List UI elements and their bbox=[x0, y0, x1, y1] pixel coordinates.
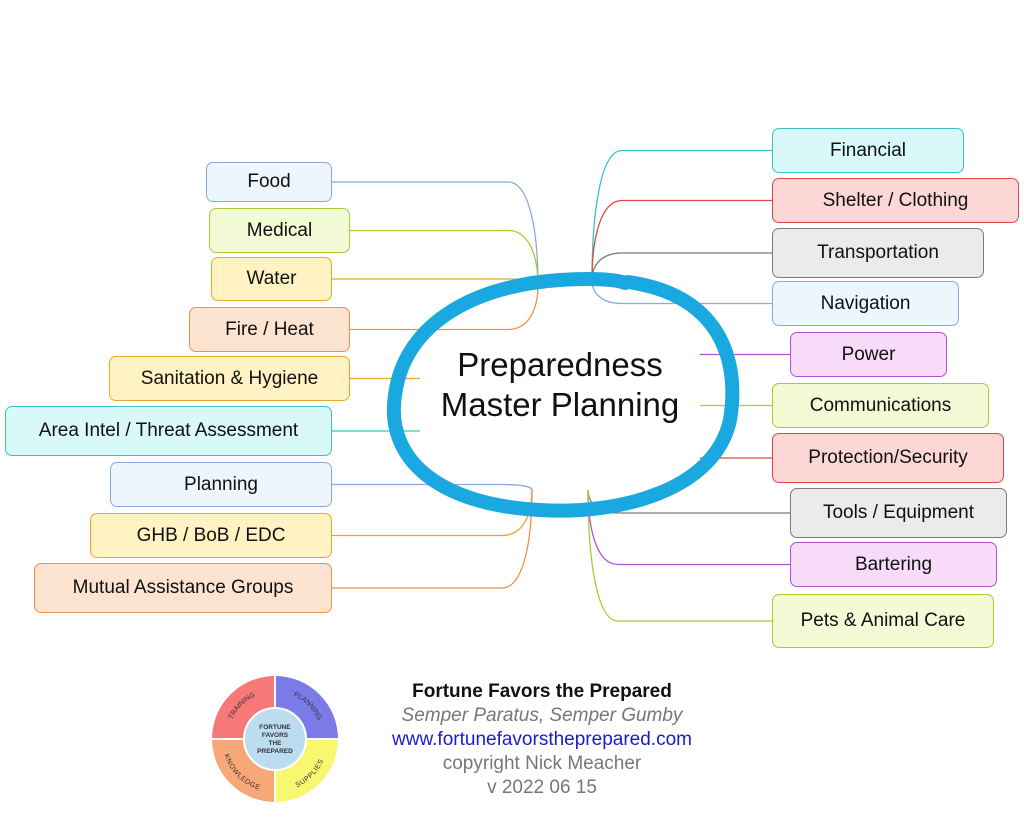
topic-node-water[interactable]: Water bbox=[211, 257, 332, 301]
topic-label: Fire / Heat bbox=[225, 318, 314, 340]
connector-line bbox=[332, 483, 533, 491]
footer-copyright: copyright Nick Meacher bbox=[442, 753, 642, 774]
topic-label: Pets & Animal Care bbox=[800, 610, 966, 631]
connector-line bbox=[350, 284, 539, 331]
topic-label: Power bbox=[841, 343, 896, 365]
topic-node-bartering[interactable]: Bartering bbox=[790, 542, 997, 587]
central-topic-line2: Master Planning bbox=[440, 386, 680, 423]
topic-node-food[interactable]: Food bbox=[206, 162, 332, 202]
topic-label: Transportation bbox=[817, 242, 939, 263]
topic-node-ghb-bob-edc[interactable]: GHB / BoB / EDC bbox=[90, 513, 332, 558]
topic-label: Food bbox=[247, 171, 291, 192]
topic-node-planning[interactable]: Planning bbox=[110, 462, 332, 507]
connector-line bbox=[332, 181, 539, 286]
topic-node-medical[interactable]: Medical bbox=[209, 208, 350, 253]
topic-node-sanitation-hygiene[interactable]: Sanitation & Hygiene bbox=[109, 356, 350, 401]
footer-credits: Fortune Favors the Prepared Semper Parat… bbox=[352, 680, 732, 800]
topic-node-area-intel-threat-assessment[interactable]: Area Intel / Threat Assessment bbox=[5, 406, 332, 456]
topic-label: Mutual Assistance Groups bbox=[72, 577, 294, 598]
topic-node-fire-heat[interactable]: Fire / Heat bbox=[189, 307, 350, 352]
topic-label: Tools / Equipment bbox=[822, 502, 975, 523]
topic-label: Shelter / Clothing bbox=[822, 189, 969, 211]
website-link[interactable]: www.fortunefavorstheprepared.com bbox=[392, 729, 692, 750]
topic-label: GHB / BoB / EDC bbox=[136, 524, 286, 546]
footer-version: v 2022 06 15 bbox=[487, 777, 597, 798]
svg-text:FORTUNE: FORTUNE bbox=[259, 724, 291, 731]
svg-text:PREPARED: PREPARED bbox=[257, 748, 293, 755]
footer-title: Fortune Favors the Prepared bbox=[412, 681, 672, 702]
topic-label: Medical bbox=[246, 219, 313, 241]
svg-text:THE: THE bbox=[269, 740, 283, 747]
connector-line bbox=[591, 199, 772, 281]
topic-node-protection-security[interactable]: Protection/Security bbox=[772, 433, 1004, 483]
topic-node-mutual-assistance-groups[interactable]: Mutual Assistance Groups bbox=[34, 563, 332, 613]
topic-label: Navigation bbox=[820, 292, 911, 314]
topic-node-pets-animal-care[interactable]: Pets & Animal Care bbox=[772, 594, 994, 648]
central-topic[interactable]: Preparedness Master Planning bbox=[395, 345, 725, 425]
topic-node-communications[interactable]: Communications bbox=[772, 383, 989, 428]
topic-label: Communications bbox=[809, 394, 952, 416]
topic-label: Protection/Security bbox=[808, 447, 968, 468]
topic-node-financial[interactable]: Financial bbox=[772, 128, 964, 173]
topic-node-tools-equipment[interactable]: Tools / Equipment bbox=[790, 488, 1007, 538]
topic-label: Area Intel / Threat Assessment bbox=[38, 420, 299, 441]
topic-label: Planning bbox=[184, 473, 258, 495]
footer-motto: Semper Paratus, Semper Gumby bbox=[401, 705, 683, 726]
topic-label: Water bbox=[246, 268, 297, 289]
topic-label: Bartering bbox=[854, 553, 933, 575]
topic-node-transportation[interactable]: Transportation bbox=[772, 228, 984, 278]
svg-text:FAVORS: FAVORS bbox=[262, 732, 289, 739]
topic-label: Financial bbox=[829, 139, 907, 161]
topic-node-navigation[interactable]: Navigation bbox=[772, 281, 959, 326]
topic-node-power[interactable]: Power bbox=[790, 332, 947, 377]
topic-node-shelter-clothing[interactable]: Shelter / Clothing bbox=[772, 178, 1019, 223]
fortune-favors-logo: TRAINING PLANNING SUPPLIES KNOWLEDGE FOR… bbox=[212, 676, 338, 802]
topic-label: Sanitation & Hygiene bbox=[140, 367, 319, 389]
central-topic-line1: Preparedness bbox=[457, 346, 663, 383]
